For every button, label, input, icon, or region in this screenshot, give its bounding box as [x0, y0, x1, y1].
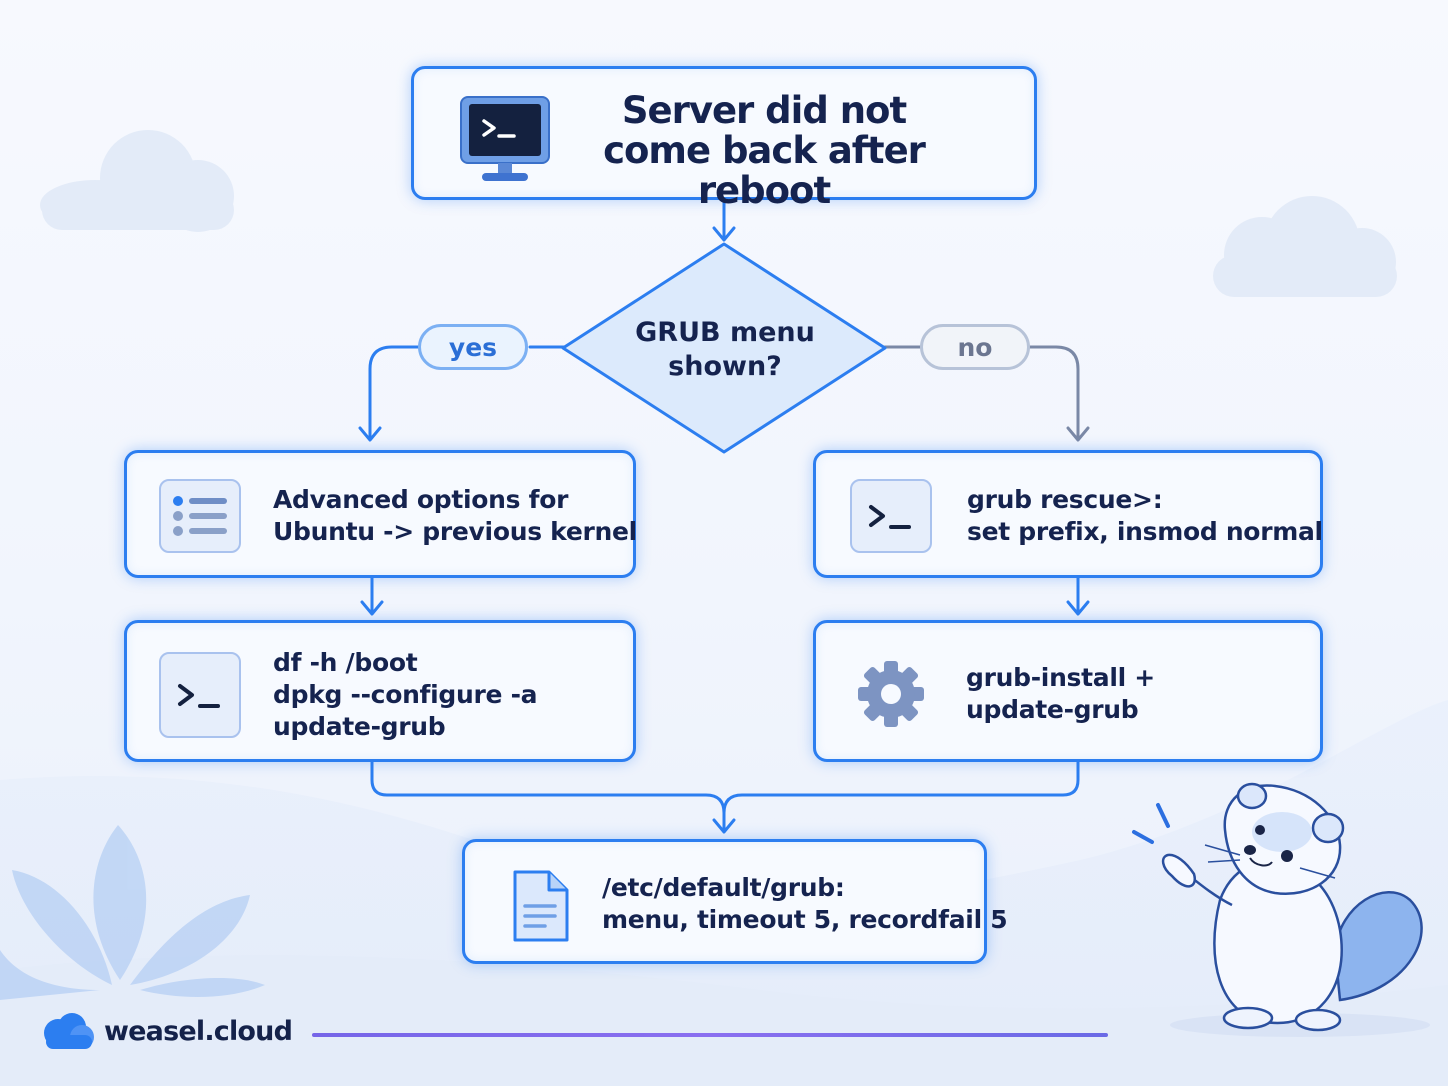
final-node: /etc/default/grub: menu, timeout 5, reco… [462, 839, 1008, 964]
gear-icon [858, 661, 924, 727]
decision-text: GRUB menu shown? [635, 317, 815, 382]
terminal-icon [850, 479, 932, 553]
no-step-1-line-2: set prefix, insmod normal [967, 517, 1323, 546]
brand: weasel.cloud [40, 1008, 293, 1054]
no-branch-label: no [920, 324, 1030, 370]
yes-step-1-line-2: Ubuntu -> previous kernel [273, 517, 637, 546]
final-line-1: /etc/default/grub: [602, 873, 845, 902]
final-line-2: menu, timeout 5, recordfail 5 [602, 905, 1008, 934]
no-step-2-text: grub-install + update-grub [966, 662, 1155, 726]
yes-step-1-line-1: Advanced options for [273, 485, 569, 514]
leaf-plant [0, 825, 265, 1000]
cloud-right [1213, 196, 1397, 297]
yes-step-2-text: df -h /boot dpkg --configure -a update-g… [273, 647, 538, 743]
terminal-icon [159, 652, 241, 738]
cloud-logo-icon [44, 1013, 94, 1049]
final-node-text: /etc/default/grub: menu, timeout 5, reco… [602, 872, 1008, 936]
list-icon [159, 479, 241, 553]
no-step-1-text: grub rescue>: set prefix, insmod normal [967, 484, 1323, 548]
no-step-2-line-1: grub-install + [966, 663, 1155, 692]
start-node-text: Server did not come back after reboot [603, 89, 926, 212]
terminal-monitor-icon [460, 96, 550, 181]
no-step-2-line-2: update-grub [966, 695, 1139, 724]
yes-step-2-line-2: dpkg --configure -a [273, 680, 538, 709]
document-icon [513, 870, 569, 942]
yes-step-1-text: Advanced options for Ubuntu -> previous … [273, 484, 637, 548]
start-node: Server did not come back after reboot [411, 66, 1037, 211]
no-step-2-node: grub-install + update-grub [813, 620, 1323, 762]
yes-step-1-node: Advanced options for Ubuntu -> previous … [124, 450, 637, 578]
brand-name: weasel.cloud [104, 1015, 293, 1047]
cloud-left [40, 130, 234, 232]
no-step-1-node: grub rescue>: set prefix, insmod normal [813, 450, 1323, 578]
brand-underline [312, 1033, 1108, 1037]
yes-step-2-line-1: df -h /boot [273, 648, 418, 677]
yes-step-2-node: df -h /boot dpkg --configure -a update-g… [124, 620, 636, 762]
no-step-1-line-1: grub rescue>: [967, 485, 1163, 514]
yes-step-2-line-3: update-grub [273, 712, 446, 741]
yes-branch-label: yes [418, 324, 528, 370]
